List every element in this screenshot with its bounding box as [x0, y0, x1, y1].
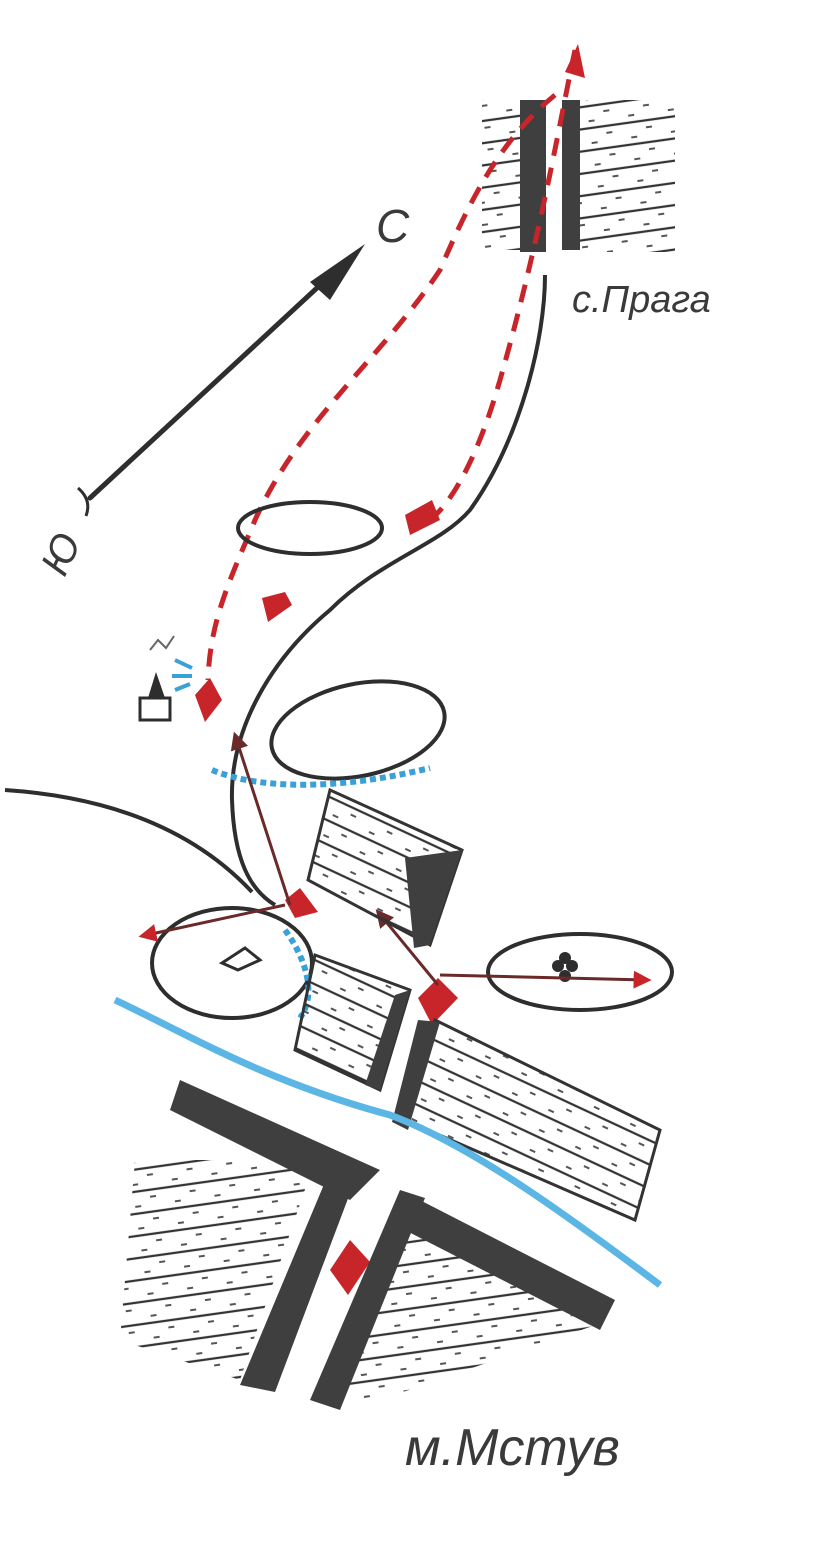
top-village-label: с.Прага [572, 279, 711, 321]
inner-diamond [218, 946, 263, 972]
blue-observer-marks [172, 658, 193, 692]
south-label: Ю [33, 526, 90, 582]
red-unit-markers [195, 500, 458, 1295]
post-icon [138, 635, 175, 722]
north-label: С [376, 200, 410, 252]
side-road [4, 788, 254, 894]
bottom-village-label: м.Мстув [405, 1419, 620, 1477]
wood-oval-left [150, 906, 314, 1020]
wood-oval-upper [236, 500, 384, 556]
village-top [482, 100, 675, 252]
wood-oval-right [486, 932, 674, 1012]
compass-arrow [76, 244, 365, 517]
wood-oval-middle [269, 679, 447, 781]
main-road [229, 274, 547, 907]
artillery-icon [552, 952, 578, 982]
river [113, 996, 663, 1288]
red-dashed-routes [205, 44, 585, 681]
town-blocks [120, 787, 662, 1410]
